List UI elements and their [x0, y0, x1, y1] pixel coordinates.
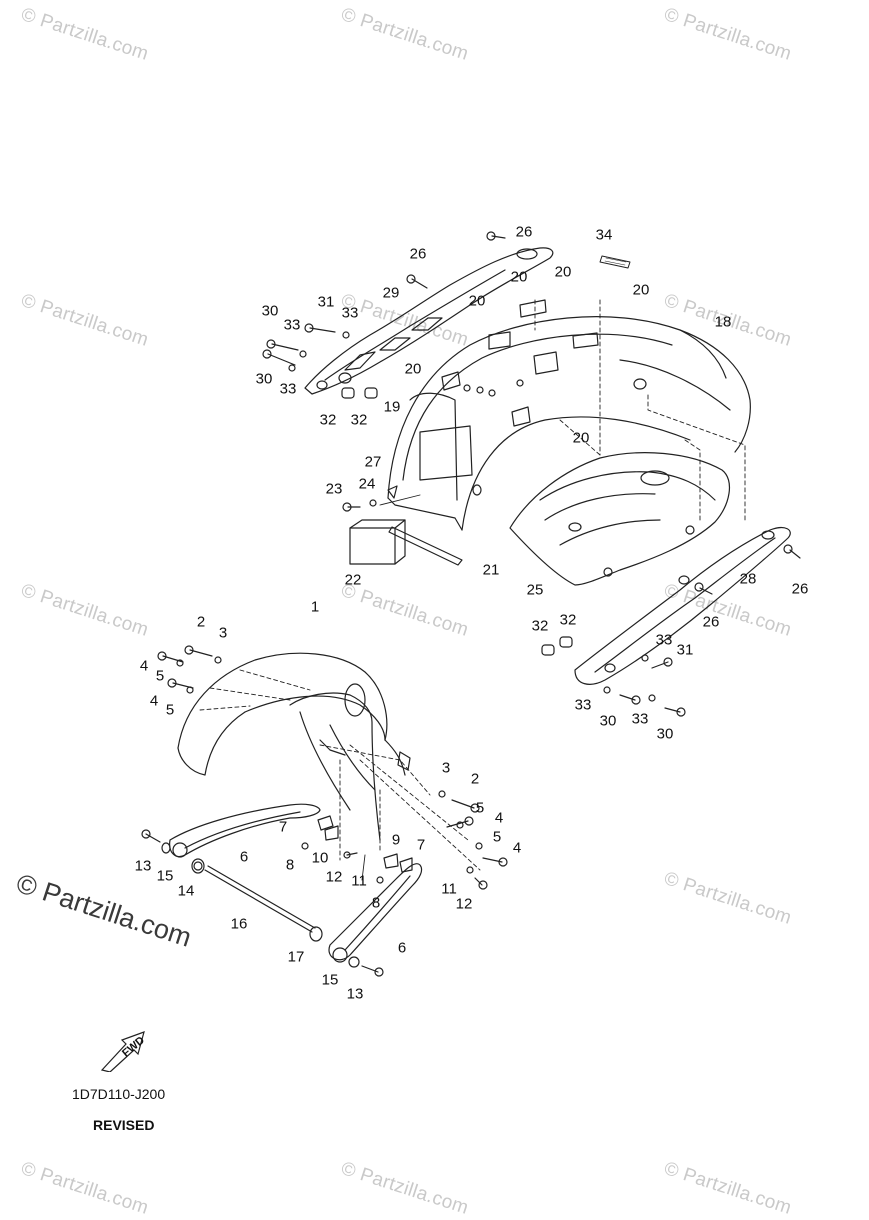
part-callout: 16: [230, 915, 248, 933]
part-callout: 26: [515, 223, 533, 241]
part-callout: 13: [134, 857, 152, 875]
part-callout: 31: [317, 293, 335, 311]
part-callout: 5: [475, 799, 485, 817]
inner-fender: [509, 452, 730, 586]
part-callout: 26: [409, 245, 427, 263]
part-callout: 2: [196, 613, 206, 631]
fastener-group: [141, 231, 801, 977]
part-callout: 14: [177, 882, 195, 900]
diagram-code: 1D7D110-J200: [72, 1086, 166, 1102]
part-callout: 26: [791, 580, 809, 598]
part-callout: 21: [482, 561, 500, 579]
part-callout: 30: [255, 370, 273, 388]
part-callout: 10: [311, 849, 329, 867]
part-callout: 23: [325, 480, 343, 498]
part-callout: 32: [559, 611, 577, 629]
part-callout: 5: [155, 667, 165, 685]
part-callout: 11: [351, 872, 367, 890]
part-callout: 18: [714, 313, 732, 331]
part-callout: 7: [278, 818, 288, 836]
part-callout: 33: [574, 696, 592, 714]
part-callout: 6: [397, 939, 407, 957]
rear-grab-rail-left: [304, 247, 554, 395]
part-callout: 32: [319, 411, 337, 429]
rear-leader-lines: [534, 299, 746, 521]
part-callout: 33: [279, 380, 297, 398]
part-callout: 24: [358, 475, 376, 493]
part-callout: 28: [739, 570, 757, 588]
part-callout: 22: [344, 571, 362, 589]
fender-stay-left: [169, 803, 321, 858]
front-axle: [191, 858, 323, 942]
part-callout: 19: [383, 398, 401, 416]
part-callout: 33: [655, 631, 673, 649]
rear-fender: [387, 255, 751, 531]
part-callout: 12: [455, 895, 473, 913]
part-callout: 11: [441, 880, 457, 898]
part-callout: 30: [261, 302, 279, 320]
fender-stay-right: [328, 863, 423, 963]
part-callout: 25: [526, 581, 544, 599]
front-fender: [177, 652, 411, 841]
part-callout: 30: [656, 725, 674, 743]
part-callout: 20: [632, 281, 650, 299]
part-callout: 27: [364, 453, 382, 471]
fwd-arrow-icon: [100, 1031, 145, 1072]
part-callout: 33: [631, 710, 649, 728]
part-callout: 7: [416, 836, 426, 854]
part-callout: 20: [510, 268, 528, 286]
part-callout: 20: [468, 292, 486, 310]
part-callout: 34: [595, 226, 613, 244]
part-callout: 33: [341, 304, 359, 322]
part-callout: 33: [283, 316, 301, 334]
part-callout: 29: [382, 284, 400, 302]
part-callout: 3: [218, 624, 228, 642]
part-callout: 8: [371, 894, 381, 912]
part-callout: 12: [325, 868, 343, 886]
part-callout: 26: [702, 613, 720, 631]
part-callout: 4: [139, 657, 149, 675]
part-callout: 9: [391, 831, 401, 849]
revision-status: REVISED: [93, 1117, 155, 1133]
part-callout: 15: [321, 971, 339, 989]
part-callout: 6: [239, 848, 249, 866]
part-callout: 20: [572, 429, 590, 447]
part-callout: 20: [554, 263, 572, 281]
part-callout: 5: [492, 828, 502, 846]
part-callout: 17: [287, 948, 305, 966]
part-callout: 5: [165, 701, 175, 719]
part-callout: 20: [404, 360, 422, 378]
part-callout: 4: [512, 839, 522, 857]
rear-grab-rail-right: [574, 526, 791, 685]
part-callout: 8: [285, 856, 295, 874]
part-callout: 15: [156, 867, 174, 885]
part-callout: 1: [310, 598, 320, 616]
part-callout: 4: [149, 692, 159, 710]
part-callout: 30: [599, 712, 617, 730]
part-callout: 31: [676, 641, 694, 659]
part-callout: 32: [531, 617, 549, 635]
front-leader-lines: [199, 669, 481, 871]
part-callout: 2: [470, 770, 480, 788]
part-callout: 4: [494, 809, 504, 827]
part-callout: 13: [346, 985, 364, 1003]
part-callout: 3: [441, 759, 451, 777]
part-callout: 32: [350, 411, 368, 429]
